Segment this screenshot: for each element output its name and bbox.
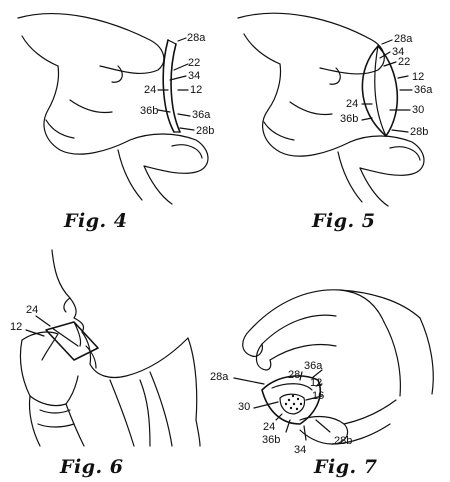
fig5-label-28a: 28a [394, 33, 413, 45]
fig6-caption: Fig. 6 [60, 456, 124, 478]
fig6-drawing [20, 250, 200, 446]
fig4-label-12: 12 [190, 84, 203, 96]
fig7-label-24: 24 [263, 421, 276, 433]
fig5-label-36b: 36b [340, 113, 359, 125]
fig4-drawing [18, 14, 208, 204]
fig5-label-12: 12 [412, 71, 425, 83]
fig7-label-12: 12 [310, 377, 323, 389]
fig4-label-36a: 36a [192, 109, 211, 121]
fig7-label-28a: 28a [210, 371, 229, 383]
fig7-label-28: 28 [288, 369, 301, 381]
fig6-label-12: 12 [10, 321, 23, 333]
fig5-caption: Fig. 5 [312, 210, 376, 232]
fig7-label-16: 16 [312, 390, 325, 402]
fig4-label-36b: 36b [140, 105, 159, 117]
fig7-label-30: 30 [238, 401, 251, 413]
fig5-label-28b: 28b [410, 126, 429, 138]
fig6-label-24: 24 [26, 304, 39, 316]
fig7-label-28b: 28b [334, 435, 353, 447]
fig5-label-34: 34 [392, 46, 405, 58]
fig5-drawing [238, 13, 424, 206]
fig5-label-36a: 36a [414, 84, 433, 96]
fig5-label-30: 30 [412, 104, 425, 116]
fig7-label-34: 34 [294, 444, 307, 456]
fig4-caption: Fig. 4 [64, 210, 128, 232]
fig4-label-34: 34 [188, 70, 201, 82]
fig4-label-28b: 28b [196, 125, 215, 137]
fig5-label-24: 24 [346, 98, 359, 110]
fig4-label-24: 24 [144, 84, 157, 96]
fig7-label-36a: 36a [304, 360, 323, 372]
fig4-label-22: 22 [188, 57, 201, 69]
fig7-drawing [234, 290, 433, 444]
fig7-caption: Fig. 7 [314, 456, 378, 478]
fig7-label-36b: 36b [262, 434, 281, 446]
fig5-label-22: 22 [398, 56, 411, 68]
fig4-label-28a: 28a [187, 32, 206, 44]
